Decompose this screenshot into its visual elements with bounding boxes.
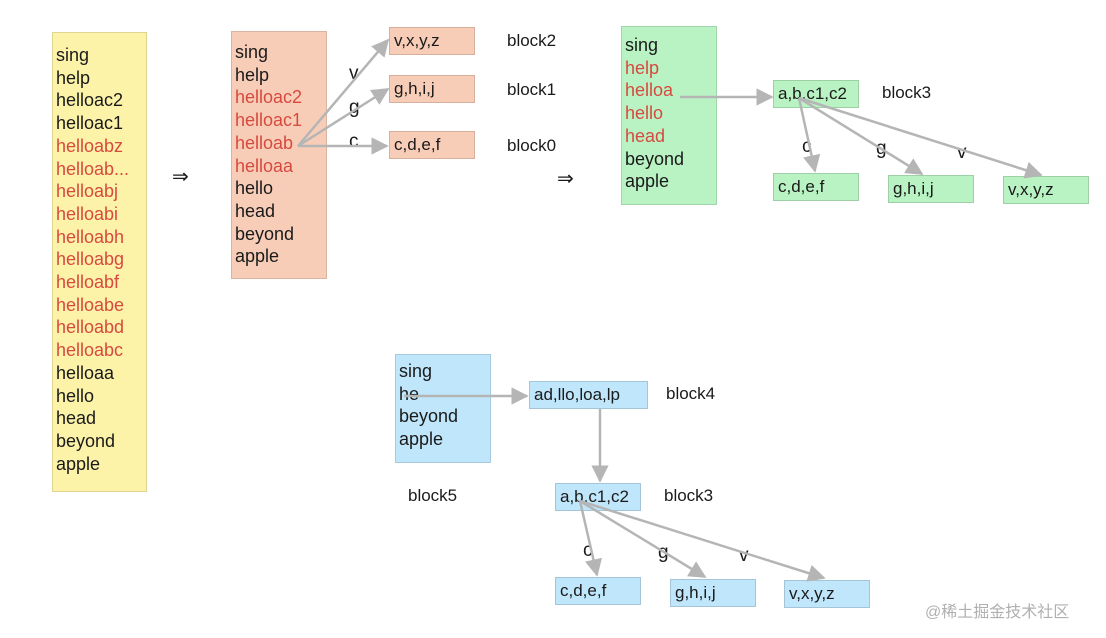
key-list-original: sing help helloac2 helloac1 helloabz hel… (52, 32, 147, 492)
edge-arrow (797, 97, 821, 173)
key-line-highlighted: hello (625, 103, 664, 124)
key-line: head (56, 408, 97, 429)
edge-label: g (876, 138, 887, 159)
key-line: beyond (625, 148, 685, 169)
watermark: @稀土掘金技术社区 (925, 604, 1070, 621)
key-line-highlighted: helloac2 (235, 87, 303, 108)
key-line: helloaa (56, 362, 115, 383)
key-list-step3: sing he beyond apple (395, 354, 491, 463)
key-line-highlighted: head (625, 125, 666, 146)
key-line-highlighted: helloa (625, 80, 674, 101)
node-child: v,x,y,z (784, 580, 870, 608)
key-line: head (235, 200, 276, 221)
key-line-highlighted: helloabz (56, 135, 124, 156)
key-line-highlighted: helloabf (56, 272, 120, 293)
edge-arrow (579, 499, 826, 582)
key-line: sing (56, 45, 90, 65)
key-line: helloac1 (56, 113, 124, 134)
node-block4: ad,llo,loa,lp (529, 381, 648, 409)
edge-label: v (957, 142, 967, 163)
key-line-highlighted: helloabj (56, 181, 119, 202)
key-line-highlighted: helloabc (56, 340, 124, 361)
block-label: block3 (882, 83, 932, 102)
node-block3: a,b,c1,c2 (773, 80, 859, 108)
block-label: block1 (507, 80, 557, 99)
edge-label: c (583, 540, 593, 561)
key-line: sing (399, 361, 433, 381)
key-line: beyond (399, 406, 459, 427)
implies-arrow-1: ⇒ (172, 166, 189, 188)
key-line: apple (399, 429, 444, 450)
edge-label: v (349, 63, 359, 84)
key-line: apple (56, 453, 101, 474)
edge-label: g (658, 542, 669, 563)
node-child: v,x,y,z (1003, 176, 1089, 204)
key-line: sing (235, 42, 269, 62)
block-label: block0 (507, 136, 557, 155)
node-block2: v,x,y,z (389, 27, 475, 55)
edge-arrow (798, 96, 1043, 179)
block-label: block3 (664, 486, 714, 505)
implies-arrow-2: ⇒ (557, 168, 574, 190)
key-line-highlighted: helloabe (56, 294, 125, 315)
key-line: he (399, 383, 420, 404)
key-list-step2: sing help helloa hello head beyond apple (621, 26, 717, 205)
key-line: help (56, 67, 91, 88)
key-line-highlighted: helloab (235, 132, 294, 153)
key-line-highlighted: helloabi (56, 203, 119, 224)
node-child: g,h,i,j (888, 175, 974, 203)
node-child: c,d,e,f (555, 577, 641, 605)
key-line-highlighted: helloac1 (235, 110, 303, 131)
edge-label: v (739, 545, 749, 566)
block-label: block5 (408, 486, 458, 505)
key-line-highlighted: helloabg (56, 249, 125, 270)
key-line: hello (235, 178, 274, 199)
edge-label: g (349, 97, 360, 118)
key-list-step1: sing help helloac2 helloac1 helloab hell… (231, 31, 327, 279)
key-line-highlighted: helloab... (56, 158, 130, 179)
node-block3: a,b,c1,c2 (555, 483, 641, 511)
block-label: block4 (666, 384, 716, 403)
key-line: hello (56, 385, 95, 406)
block-label: block2 (507, 31, 557, 50)
edge-arrow (798, 96, 924, 176)
key-line-highlighted: help (625, 57, 660, 78)
edge-arrow (579, 499, 707, 579)
edge-label: c (349, 131, 359, 152)
key-line: apple (625, 171, 670, 192)
node-block1: g,h,i,j (389, 75, 475, 103)
key-line: sing (625, 35, 659, 55)
key-line: beyond (235, 223, 295, 244)
node-block0: c,d,e,f (389, 131, 475, 159)
key-line-highlighted: helloabd (56, 317, 125, 338)
key-line: beyond (56, 430, 116, 451)
key-line: helloac2 (56, 90, 124, 111)
node-child: c,d,e,f (773, 173, 859, 201)
key-line-highlighted: helloaa (235, 155, 294, 176)
node-child: g,h,i,j (670, 579, 756, 607)
key-line: apple (235, 246, 280, 267)
key-line: help (235, 64, 270, 85)
edge-arrow (578, 500, 603, 577)
key-line-highlighted: helloabh (56, 226, 125, 247)
edge-label: c (802, 136, 812, 157)
